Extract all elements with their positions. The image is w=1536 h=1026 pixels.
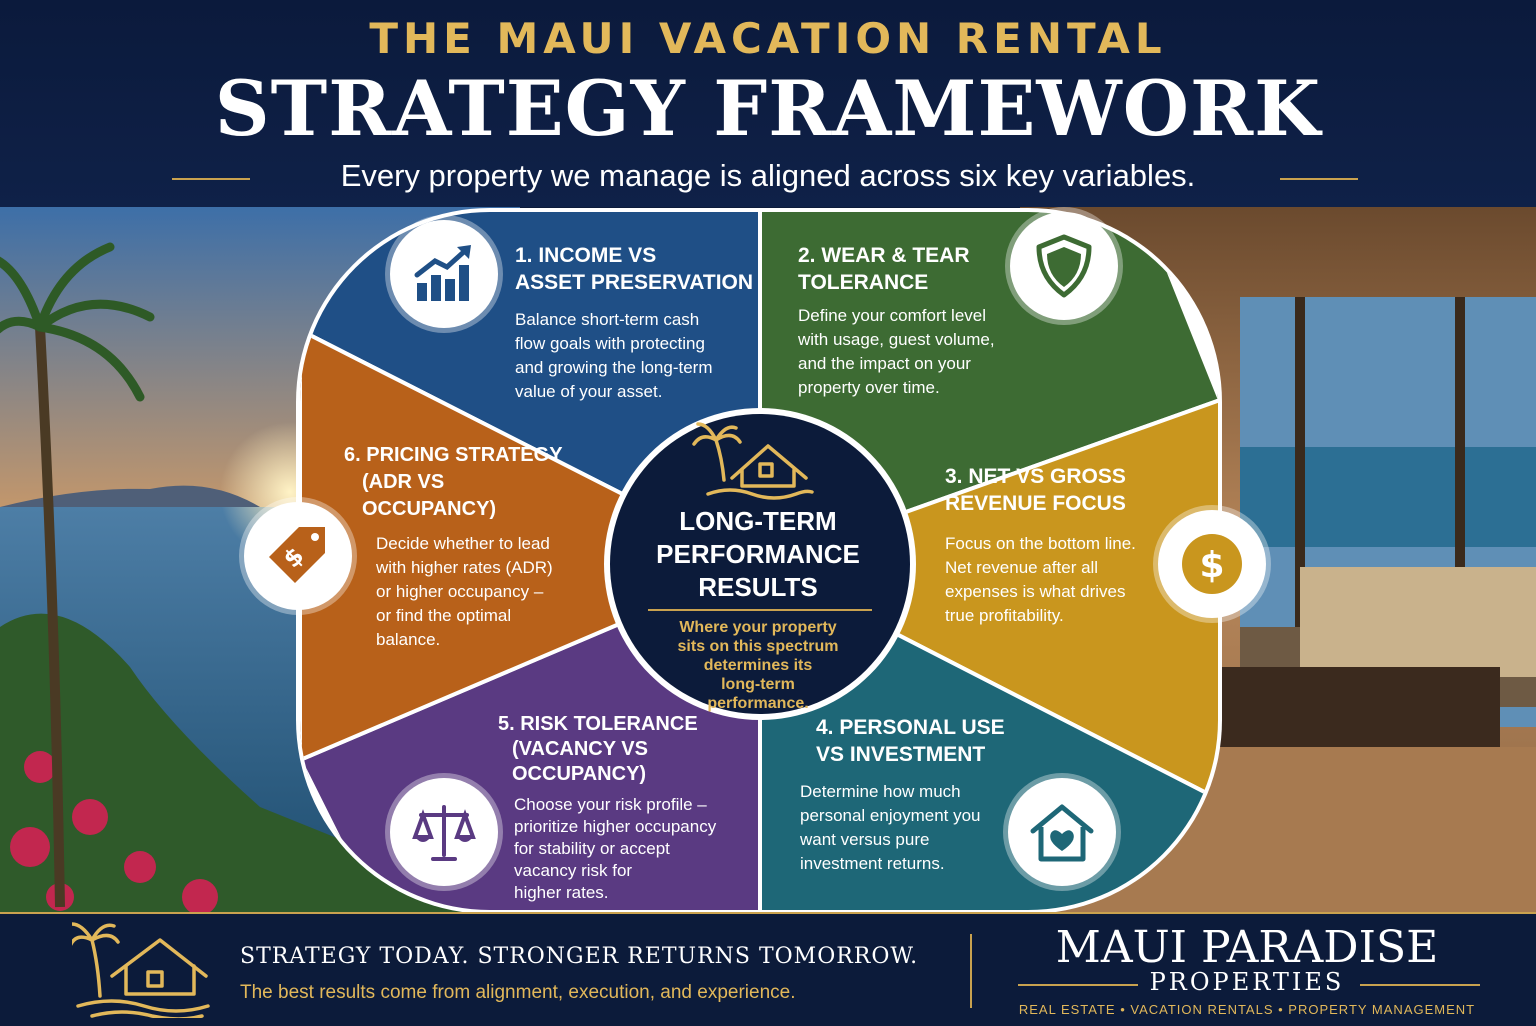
footer-tagline: STRATEGY TODAY. STRONGER RETURNS TOMORRO…	[240, 944, 919, 969]
segment-6-title-line: 6. PRICING STRATEGY	[344, 444, 563, 466]
segment-1-title: 1. INCOME VS ASSET PRESERVATION	[515, 242, 753, 296]
center-desc-line: Where your property	[679, 619, 837, 636]
center-title-line: LONG-TERM	[679, 506, 837, 536]
segment-4-desc-line: Determine how much	[800, 782, 961, 801]
segment-4-title-line: VS INVESTMENT	[816, 743, 986, 766]
segment-6-desc-line: Decide whether to lead	[376, 534, 550, 553]
segment-5-title-line: (VACANCY VS	[512, 738, 648, 760]
segment-2-desc-line: property over time.	[798, 378, 940, 397]
segment-4-title-line: 4. PERSONAL USE	[816, 716, 1005, 739]
segment-2-title: 2. WEAR & TEAR TOLERANCE	[798, 242, 970, 296]
segment-6-desc-line: with higher rates (ADR)	[376, 558, 553, 577]
center-title-line: PERFORMANCE	[656, 539, 860, 569]
segment-5-desc-line: Choose your risk profile –	[514, 795, 707, 814]
center-title: LONG-TERM PERFORMANCE RESULTS	[630, 505, 886, 604]
center-circle	[610, 414, 910, 714]
segment-6-desc-line: or find the optimal	[376, 606, 512, 625]
segment-3-desc: Focus on the bottom line. Net revenue af…	[945, 532, 1136, 628]
segment-5-desc-line: for stability or accept	[514, 839, 670, 858]
segment-1-title-line: 1. INCOME VS	[515, 244, 657, 267]
subtitle-rule-left	[172, 178, 250, 180]
price-tag-icon: $	[269, 527, 325, 583]
house-heart-icon	[1030, 804, 1094, 862]
center-desc-line: determines its	[703, 657, 813, 674]
segment-2-desc-line: with usage, guest volume,	[798, 330, 995, 349]
segment-5-desc-line: vacancy risk for	[514, 861, 633, 880]
center-desc-line: sits on this spectrum	[677, 638, 839, 655]
scales-icon	[412, 805, 476, 861]
segment-6	[300, 326, 765, 764]
segment-2-desc: Define your comfort level with usage, gu…	[798, 304, 995, 400]
svg-text:$: $	[1199, 545, 1224, 586]
brand-rule-right	[1360, 984, 1480, 986]
segment-5-title: 5. RISK TOLERANCE (VACANCY VS OCCUPANCY)	[498, 712, 698, 787]
segment-3-title: 3. NET VS GROSS REVENUE FOCUS	[945, 463, 1126, 517]
pricing-badge: $	[244, 502, 352, 610]
segment-3-title-line: REVENUE FOCUS	[945, 492, 1126, 515]
segment-4-desc-line: want versus pure	[800, 830, 930, 849]
segment-5-desc-line: higher rates.	[514, 883, 609, 902]
segment-4-title: 4. PERSONAL USE VS INVESTMENT	[816, 714, 1005, 768]
shield-icon	[1036, 234, 1092, 298]
footer-subtext: The best results come from alignment, ex…	[240, 982, 796, 1003]
page-title: STRATEGY FRAMEWORK	[214, 64, 1322, 153]
growth-chart-icon	[414, 245, 471, 301]
footer: STRATEGY TODAY. STRONGER RETURNS TOMORRO…	[0, 912, 1536, 1026]
segment-3-title-line: 3. NET VS GROSS	[945, 465, 1126, 488]
segment-2-desc-line: and the impact on your	[798, 354, 971, 373]
revenue-badge: $	[1158, 510, 1266, 618]
header: THE MAUI VACATION RENTAL STRATEGY FRAMEW…	[0, 0, 1536, 207]
palm-house-icon	[692, 422, 814, 500]
brand-services: REAL ESTATE • VACATION RENTALS • PROPERT…	[1018, 1002, 1476, 1017]
segment-5-desc-line: prioritize higher occupancy	[514, 817, 717, 836]
brand-sub: PROPERTIES	[1149, 968, 1345, 996]
income-badge	[390, 220, 498, 328]
segment-4-desc-line: personal enjoyment you	[800, 806, 981, 825]
segment-1-desc-line: value of your asset.	[515, 382, 663, 401]
segment-4-desc: Determine how much personal enjoyment yo…	[800, 780, 981, 876]
segment-5-desc: Choose your risk profile – prioritize hi…	[514, 794, 716, 904]
segment-6-title-line: (ADR VS	[362, 471, 445, 493]
segment-2-desc-line: Define your comfort level	[798, 306, 987, 325]
segment-6-title-line: OCCUPANCY)	[362, 498, 497, 520]
segment-1-desc-line: flow goals with protecting	[515, 334, 705, 353]
segment-6-desc-line: or higher occupancy –	[376, 582, 544, 601]
subtitle: Every property we manage is aligned acro…	[340, 158, 1196, 193]
segment-1-desc-line: Balance short-term cash	[515, 310, 700, 329]
segment-6-desc-line: balance.	[376, 630, 441, 649]
center-title-line: RESULTS	[698, 572, 818, 602]
segment-4-desc-line: investment returns.	[800, 854, 945, 873]
risk-badge	[390, 778, 498, 886]
subtitle-rule-right	[1280, 178, 1358, 180]
segment-2-title-line: TOLERANCE	[798, 271, 929, 294]
segment-6-title: 6. PRICING STRATEGY (ADR VS OCCUPANCY)	[344, 442, 563, 523]
center-desc-line: long-term	[721, 676, 795, 693]
segment-1-desc-line: and growing the long-term	[515, 358, 713, 377]
center-desc: Where your property sits on this spectru…	[650, 618, 866, 713]
segment-3-desc-line: Net revenue after all	[945, 558, 1099, 577]
wear-badge	[1010, 212, 1118, 320]
footer-divider	[970, 934, 972, 1008]
segment-5-title-line: 5. RISK TOLERANCE	[498, 713, 698, 735]
pre-title: THE MAUI VACATION RENTAL	[369, 14, 1167, 63]
segment-3-desc-line: expenses is what drives	[945, 582, 1126, 601]
segment-3-desc-line: Focus on the bottom line.	[945, 534, 1136, 553]
personal-use-badge	[1008, 778, 1116, 886]
segment-6-desc: Decide whether to lead with higher rates…	[376, 532, 553, 652]
palm-house-icon	[72, 922, 210, 1018]
segment-3-desc-line: true profitability.	[945, 606, 1064, 625]
brand-name: MAUI PARADISE	[1055, 922, 1439, 973]
dollar-icon: $	[1182, 534, 1242, 594]
segment-1-title-line: ASSET PRESERVATION	[515, 271, 754, 294]
segment-5-title-line: OCCUPANCY)	[512, 763, 647, 785]
segment-1-desc: Balance short-term cash flow goals with …	[515, 308, 713, 404]
center-desc-line: performance.	[707, 695, 809, 712]
brand-rule-left	[1018, 984, 1138, 986]
segment-2-title-line: 2. WEAR & TEAR	[798, 244, 970, 267]
